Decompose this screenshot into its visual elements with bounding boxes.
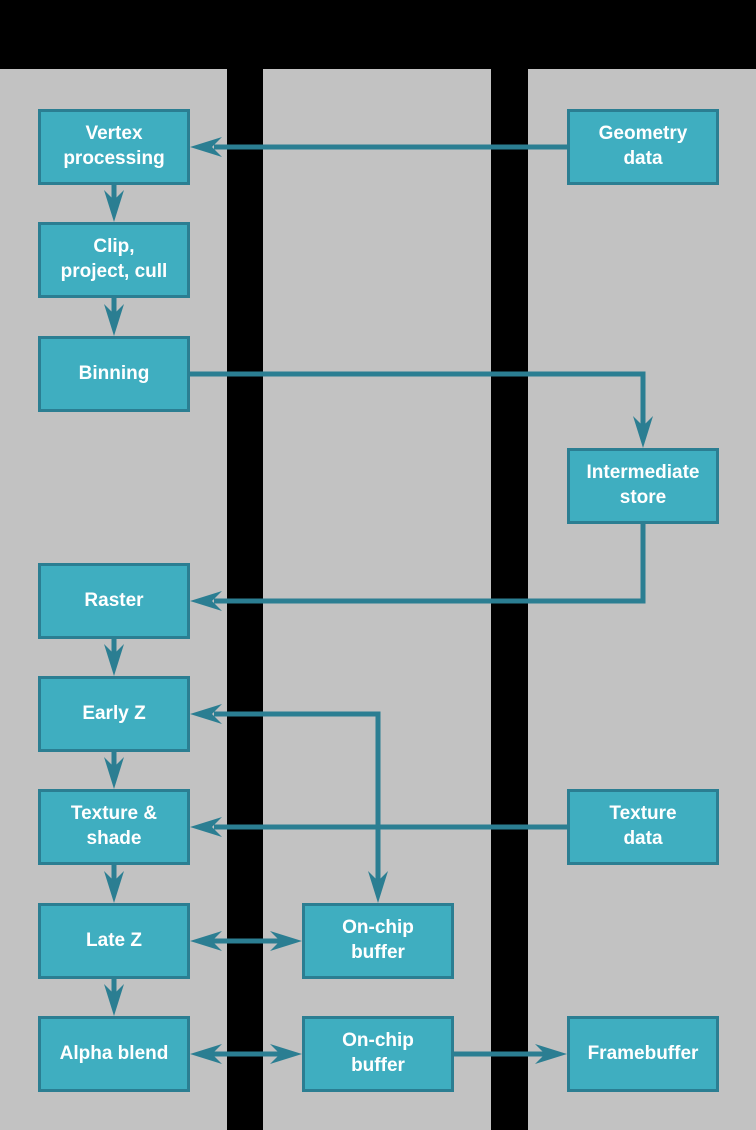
arrowhead-down bbox=[104, 871, 124, 903]
node-geometry-data: Geometry data bbox=[567, 109, 719, 185]
node-label: On-chip buffer bbox=[342, 1030, 414, 1076]
arrowhead-down bbox=[104, 304, 124, 336]
connector-intermediate-to-raster bbox=[190, 524, 646, 611]
arrowhead-left bbox=[190, 137, 222, 157]
node-label: Late Z bbox=[86, 929, 142, 951]
connector-clip-to-binning bbox=[104, 298, 124, 336]
top-black-band bbox=[0, 0, 756, 69]
node-label: Vertex processing bbox=[63, 123, 165, 169]
node-vertex-processing: Vertex processing bbox=[38, 109, 190, 185]
arrowhead-down bbox=[368, 871, 388, 903]
connector-earlyz-to-textureshade bbox=[104, 752, 124, 789]
node-label: Intermediate store bbox=[586, 462, 700, 508]
node-label: Alpha blend bbox=[59, 1042, 169, 1064]
connector-earlyz-buffer1-twoway bbox=[190, 704, 388, 903]
arrowhead-down bbox=[104, 757, 124, 789]
connector-raster-to-earlyz bbox=[104, 639, 124, 676]
node-label: Geometry data bbox=[598, 123, 688, 169]
node-label: On-chip buffer bbox=[342, 917, 414, 963]
connector-binning-to-intermediate bbox=[190, 371, 653, 448]
connector-latez-to-alpha bbox=[104, 979, 124, 1016]
arrowhead-down bbox=[104, 190, 124, 222]
arrowhead-left bbox=[190, 817, 222, 837]
node-texture-data: Texture data bbox=[567, 789, 719, 865]
connector-alpha-buffer2-twoway bbox=[190, 1044, 302, 1064]
connector-buffer2-to-framebuffer bbox=[454, 1044, 567, 1064]
arrowhead-down bbox=[104, 984, 124, 1016]
connector-geometry-to-vertex bbox=[190, 137, 567, 157]
arrowhead-right bbox=[535, 1044, 567, 1064]
node-label: Framebuffer bbox=[587, 1042, 699, 1064]
node-label: Binning bbox=[78, 362, 150, 384]
node-label: Texture data bbox=[609, 803, 677, 849]
node-intermediate-store: Intermediate store bbox=[567, 448, 719, 524]
arrowhead-left bbox=[190, 704, 222, 724]
arrowhead-right bbox=[270, 931, 302, 951]
connector-latez-buffer1-twoway bbox=[190, 931, 302, 951]
node-label: Texture & shade bbox=[70, 803, 158, 849]
arrowhead-right bbox=[270, 1044, 302, 1064]
arrowhead-left bbox=[190, 931, 222, 951]
connector-vertex-to-clip bbox=[104, 185, 124, 222]
node-label: Early Z bbox=[82, 702, 146, 724]
node-onchip-buffer-1: On-chip buffer bbox=[302, 903, 454, 979]
node-texture-and-shade: Texture & shade bbox=[38, 789, 190, 865]
node-framebuffer: Framebuffer bbox=[567, 1016, 719, 1092]
arrowhead-down bbox=[633, 416, 653, 448]
node-label: Clip, project, cull bbox=[60, 236, 168, 282]
node-onchip-buffer-2: On-chip buffer bbox=[302, 1016, 454, 1092]
arrowhead-left bbox=[190, 1044, 222, 1064]
node-early-z: Early Z bbox=[38, 676, 190, 752]
arrow-shaft bbox=[190, 371, 646, 428]
node-label: Raster bbox=[84, 589, 144, 611]
arrow-shaft bbox=[214, 524, 646, 604]
connector-texturedata-to-textureshade bbox=[190, 817, 567, 837]
node-binning: Binning bbox=[38, 336, 190, 412]
node-clip-project-cull: Clip, project, cull bbox=[38, 222, 190, 298]
connector-textureshade-to-latez bbox=[104, 865, 124, 903]
arrowhead-down bbox=[104, 644, 124, 676]
arrowhead-left bbox=[190, 591, 222, 611]
node-late-z: Late Z bbox=[38, 903, 190, 979]
arrow-shaft bbox=[214, 711, 381, 883]
node-alpha-blend: Alpha blend bbox=[38, 1016, 190, 1092]
node-raster: Raster bbox=[38, 563, 190, 639]
